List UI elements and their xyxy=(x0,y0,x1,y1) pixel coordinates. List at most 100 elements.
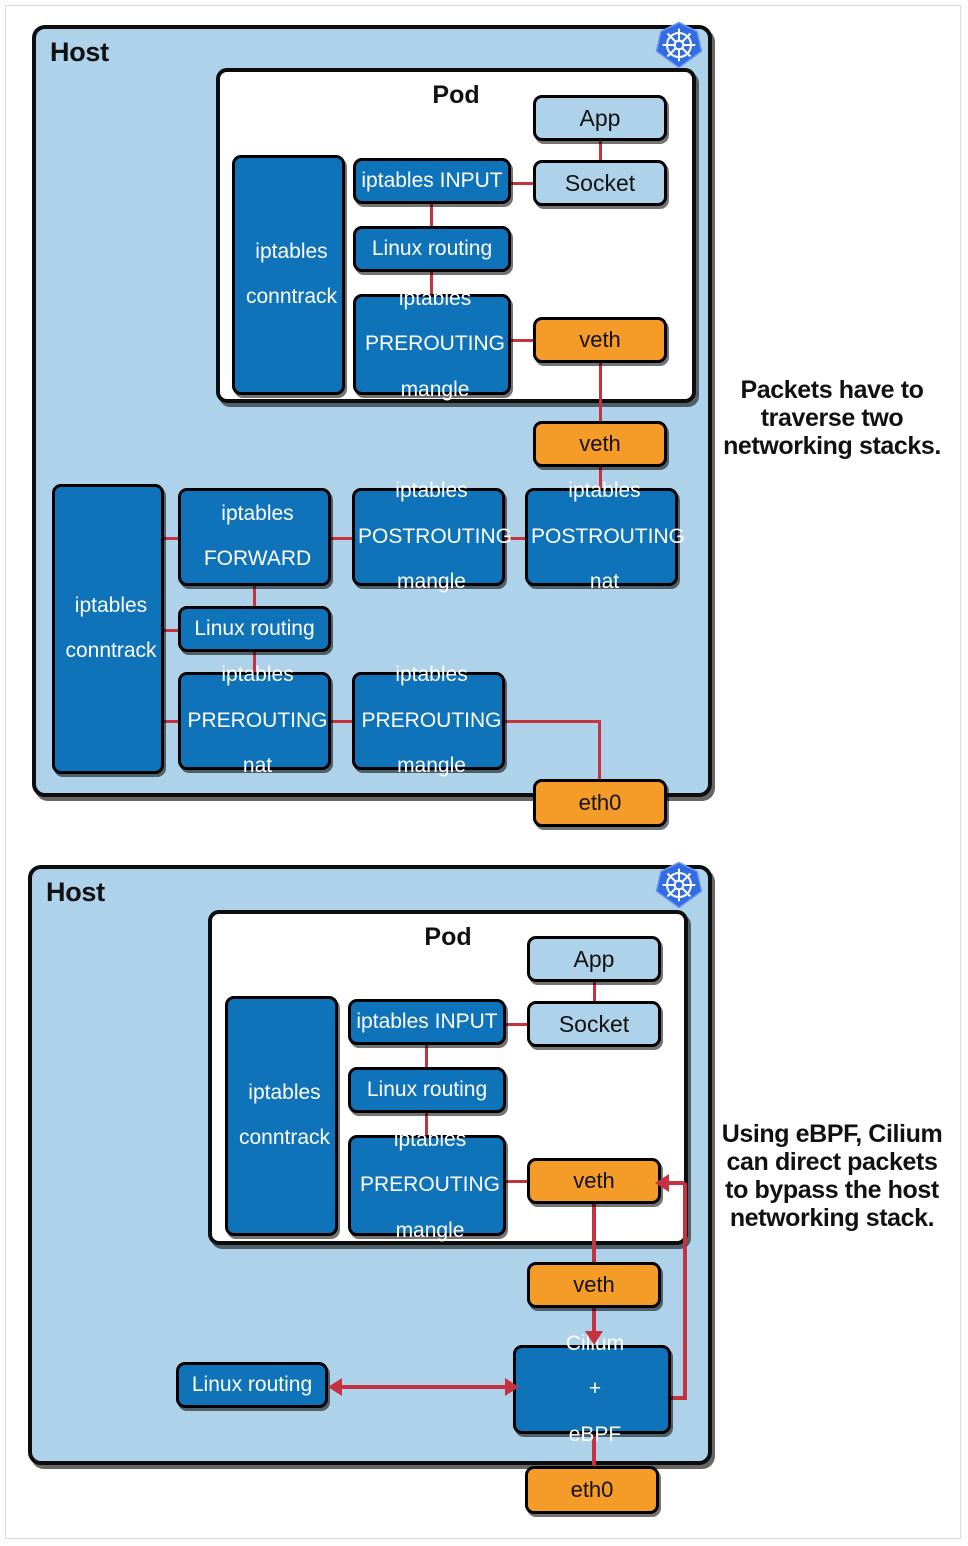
top-pod-iptables-conntrack[interactable]: iptables conntrack xyxy=(232,155,345,395)
connector-veth-veth xyxy=(599,363,602,423)
node-line: POSTROUTING xyxy=(358,524,513,548)
node-line: iptables xyxy=(395,479,468,503)
bottom-pod-iptables-input[interactable]: iptables INPUT xyxy=(348,999,506,1045)
arrowhead-right-cilium xyxy=(505,1378,519,1396)
connector-postrouting-mangle-nat xyxy=(505,537,525,540)
node-line: iptables xyxy=(395,663,468,687)
node-line: iptables xyxy=(398,286,472,310)
node-line: iptables xyxy=(74,593,148,617)
connector-input-socket xyxy=(510,182,540,185)
node-line: FORWARD xyxy=(203,547,312,571)
connector-veth-veth-2 xyxy=(592,1204,596,1262)
bottom-pod-iptables-conntrack[interactable]: iptables conntrack xyxy=(225,996,338,1236)
top-host-iptables-postrouting-nat[interactable]: iptables POSTROUTING nat xyxy=(525,480,686,593)
top-host-veth[interactable]: veth xyxy=(533,421,667,467)
top-host-linux-routing[interactable]: Linux routing xyxy=(178,606,331,652)
connector-app-socket-2 xyxy=(593,981,596,1003)
node-line: nat xyxy=(242,754,273,778)
connector-cilium-eth0 xyxy=(592,1434,596,1467)
connector-prerouting-mangle-to-eth0-h xyxy=(505,720,601,723)
connector-conntrack-routing xyxy=(164,629,178,632)
connector-bypass-h-bottom xyxy=(665,1396,687,1400)
connector-veth-postrouting-nat xyxy=(599,467,602,492)
node-line: PREROUTING xyxy=(365,332,506,356)
arrowhead-left-routing xyxy=(328,1378,342,1396)
top-host-iptables-forward[interactable]: iptables FORWARD xyxy=(178,488,331,586)
connector-bypass-h-top xyxy=(667,1181,685,1185)
top-host-eth0[interactable]: eth0 xyxy=(533,779,667,827)
node-line: mangle xyxy=(397,570,466,594)
connector-app-socket xyxy=(599,140,602,162)
caption-line: to bypass the host xyxy=(725,1176,939,1204)
node-line: PREROUTING xyxy=(360,1173,501,1197)
node-line: POSTROUTING xyxy=(531,524,686,548)
top-pod-linux-routing[interactable]: Linux routing xyxy=(353,226,511,272)
connector-input-routing xyxy=(430,203,433,227)
bottom-pod-socket[interactable]: Socket xyxy=(527,1001,661,1047)
bottom-host-veth[interactable]: veth xyxy=(527,1262,661,1308)
node-line: iptables xyxy=(393,1127,467,1151)
top-host-iptables-postrouting-mangle[interactable]: iptables POSTROUTING mangle xyxy=(352,480,513,593)
top-pod-iptables-prerouting-mangle[interactable]: iptables PREROUTING mangle xyxy=(353,287,511,400)
bottom-caption: Using eBPF, Cilium can direct packets to… xyxy=(706,1120,958,1232)
bottom-host-linux-routing[interactable]: Linux routing xyxy=(176,1362,328,1408)
connector-input-socket-2 xyxy=(506,1023,534,1026)
arrowhead-left-veth-bypass xyxy=(655,1174,669,1192)
connector-input-routing-2 xyxy=(425,1044,428,1068)
top-pod-veth[interactable]: veth xyxy=(533,317,667,363)
caption-line: traverse two xyxy=(760,404,904,432)
top-host-label: Host xyxy=(50,37,109,67)
top-pod-app[interactable]: App xyxy=(533,95,667,141)
bottom-pod-app[interactable]: App xyxy=(527,936,661,982)
connector-routing-cilium xyxy=(340,1385,515,1389)
node-line: iptables xyxy=(248,1080,321,1104)
connector-eth0-v xyxy=(598,720,601,780)
bottom-pod-label: Pod xyxy=(424,923,472,951)
connector-conntrack-prerouting-nat xyxy=(164,720,178,723)
node-line: mangle xyxy=(400,377,470,401)
connector-veth-cilium xyxy=(592,1308,596,1336)
node-line: conntrack xyxy=(238,1126,331,1150)
caption-line: Packets have to xyxy=(740,376,924,404)
bottom-host-eth0[interactable]: eth0 xyxy=(525,1466,659,1514)
top-host-iptables-prerouting-mangle[interactable]: iptables PREROUTING mangle xyxy=(352,664,505,777)
kubernetes-logo-icon xyxy=(655,861,703,909)
caption-line: Using eBPF, Cilium xyxy=(721,1120,943,1148)
connector-forward-routing xyxy=(253,583,256,607)
node-line: iptables xyxy=(568,479,641,503)
top-pod-socket[interactable]: Socket xyxy=(533,160,667,206)
node-line: eBPF xyxy=(568,1422,622,1446)
caption-line: networking stack. xyxy=(729,1204,935,1232)
node-line: iptables xyxy=(221,663,294,687)
connector-prerouting-veth-2 xyxy=(506,1180,534,1183)
connector-routing-prerouting-nat xyxy=(253,651,256,677)
bottom-pod-veth[interactable]: veth xyxy=(527,1158,661,1204)
connector-forward-postrouting-mangle xyxy=(331,537,353,540)
connector-routing-prerouting xyxy=(430,271,433,294)
connector-conntrack-forward xyxy=(164,537,178,540)
node-line: PREROUTING xyxy=(361,708,502,732)
top-host-iptables-conntrack[interactable]: iptables conntrack xyxy=(52,484,164,774)
node-line: conntrack xyxy=(245,285,338,309)
connector-bypass-v xyxy=(683,1183,687,1399)
node-line: mangle xyxy=(397,754,466,778)
top-host-iptables-prerouting-nat[interactable]: iptables PREROUTING nat xyxy=(178,664,331,777)
node-line: + xyxy=(588,1377,602,1401)
caption-line: networking stacks. xyxy=(723,432,941,460)
top-pod-label: Pod xyxy=(432,81,480,109)
bottom-host-cilium-ebpf[interactable]: Cilium + eBPF xyxy=(513,1332,671,1445)
connector-prerouting-nat-mangle xyxy=(331,720,353,723)
connector-prerouting-veth xyxy=(510,339,540,342)
arrowhead-down-cilium xyxy=(585,1331,603,1345)
bottom-pod-linux-routing[interactable]: Linux routing xyxy=(348,1067,506,1113)
node-line: PREROUTING xyxy=(187,708,328,732)
bottom-host-label: Host xyxy=(46,877,105,907)
node-line: nat xyxy=(589,570,620,594)
caption-line: can direct packets xyxy=(726,1148,938,1176)
node-line: conntrack xyxy=(65,639,157,663)
node-line: iptables xyxy=(255,239,328,263)
top-caption: Packets have to traverse two networking … xyxy=(706,376,958,460)
top-pod-iptables-input[interactable]: iptables INPUT xyxy=(353,158,511,204)
bottom-pod-iptables-prerouting-mangle[interactable]: iptables PREROUTING mangle xyxy=(348,1128,506,1241)
